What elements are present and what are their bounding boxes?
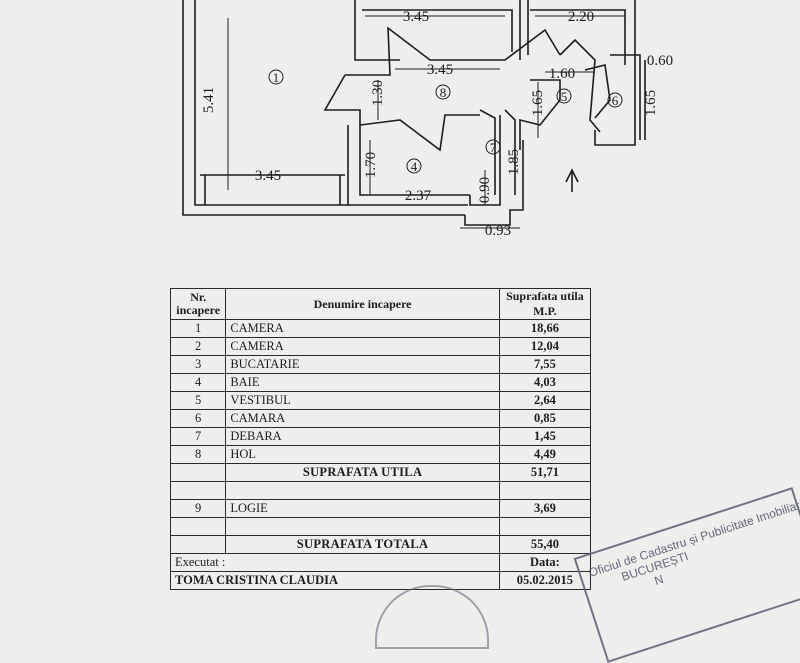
table-row: 8 HOL 4,49 [169,445,592,464]
row-area: 4,03 [498,373,592,392]
table-header-row: Nr. incapere Denumire incapere Suprafata… [169,288,592,320]
row-area: 18,66 [498,319,592,338]
dim-label: 0.90 [477,177,493,203]
header-name: Denumire incapere [225,288,500,320]
row-nr: 9 [169,499,227,518]
subtotal-row: SUPRAFATA UTILA 51,71 [169,463,592,482]
row-area: 7,55 [498,355,592,374]
row-area: 4,49 [498,445,592,464]
row-nr: 8 [169,445,227,464]
table-row: 6 CAMARA 0,85 [169,409,592,428]
row-area: 3,69 [498,499,592,518]
table-row: 1 CAMERA 18,66 [169,319,592,338]
table-row: 7 DEBARA 1,45 [169,427,592,446]
row-name: CAMERA [225,319,500,338]
row-nr: 3 [169,355,227,374]
dim-label: 1.60 [549,66,575,82]
blank-row [169,481,592,500]
dim-label: 0.60 [647,53,673,69]
dim-label: 1.70 [363,152,379,178]
dim-label: 1.65 [643,90,659,116]
row-nr: 4 [169,373,227,392]
table-row: 5 VESTIBUL 2,64 [169,391,592,410]
header-area: Suprafata utila M.P. [498,288,592,320]
dim-label: 1.30 [370,80,386,106]
dim-label: 5.41 [201,87,217,113]
dim-label: 3.45 [403,9,429,25]
floor-plan: 1 8 5 6 4 7 3.45 2.20 3.45 1.60 0.60 5.4… [182,0,673,239]
table-row: 9 LOGIE 3,69 [169,499,592,518]
row-area: 0,85 [498,409,592,428]
blank-row [169,517,592,536]
room-number-5: 5 [561,89,568,104]
executed-label: Executat : [170,553,500,572]
total-value: 55,40 [498,535,592,554]
dim-label: 1.65 [530,90,546,116]
room-number-6: 6 [612,93,619,108]
room-number-4: 4 [411,159,418,174]
row-area: 2,64 [498,391,592,410]
room-number-8: 8 [440,85,447,100]
row-name: LOGIE [225,499,500,518]
round-stamp [375,585,489,649]
row-nr: 5 [169,391,227,410]
room-area-table: Nr. incapere Denumire incapere Suprafata… [169,288,592,590]
table-row: 3 BUCATARIE 7,55 [169,355,592,374]
row-nr: 6 [169,409,227,428]
dim-label: 3.45 [255,168,281,184]
total-row: SUPRAFATA TOTALA 55,40 [169,535,592,554]
row-name: HOL [225,445,500,464]
subtotal-value: 51,71 [498,463,592,482]
executor-row: TOMA CRISTINA CLAUDIA 05.02.2015 [170,571,592,590]
row-area: 12,04 [498,337,592,356]
executed-label-row: Executat : Data: [170,553,592,572]
row-name: CAMARA [225,409,500,428]
row-name: DEBARA [225,427,500,446]
row-name: BUCATARIE [225,355,500,374]
room-number-1: 1 [273,70,280,85]
dim-label: 3.45 [427,62,453,78]
execution-date: 05.02.2015 [498,571,592,590]
row-area: 1,45 [498,427,592,446]
row-nr: 7 [169,427,227,446]
row-name: CAMERA [225,337,500,356]
header-nr: Nr. incapere [169,288,227,320]
dim-label: 1.85 [506,149,522,175]
row-nr: 1 [169,319,227,338]
row-name: VESTIBUL [225,391,500,410]
dim-label: 2.37 [405,188,432,204]
table-row: 2 CAMERA 12,04 [169,337,592,356]
dim-label: 2.20 [568,9,594,25]
subtotal-label: SUPRAFATA UTILA [225,463,500,482]
total-label: SUPRAFATA TOTALA [225,535,500,554]
table-row: 4 BAIE 4,03 [169,373,592,392]
cadastre-stamp: Oficiul de Cadastru și Publicitate Imobi… [573,487,800,663]
room-number-7: 7 [490,140,497,155]
row-nr: 2 [169,337,227,356]
row-name: BAIE [225,373,500,392]
dim-label: 0.93 [485,223,511,239]
